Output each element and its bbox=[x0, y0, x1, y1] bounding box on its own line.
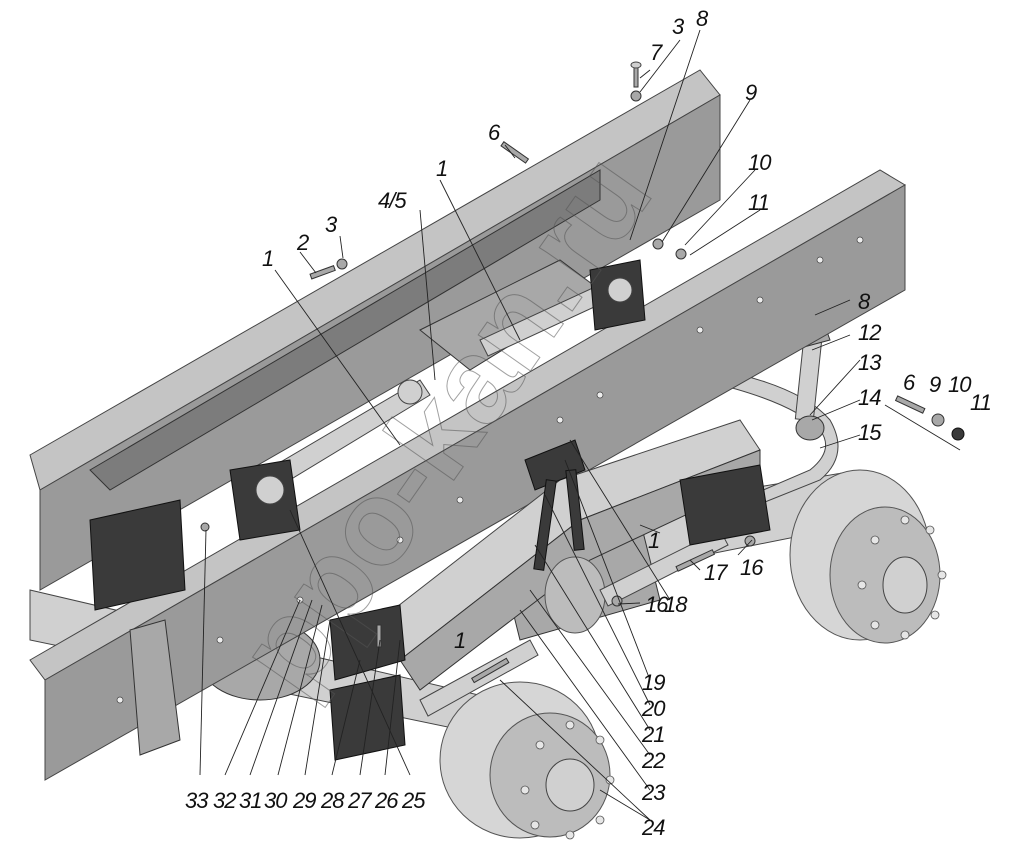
callouts: 1 1 1 1 2 3 3 4/5 6 6 7 8 8 9 9 10 10 11… bbox=[185, 6, 992, 840]
callout-27: 27 bbox=[347, 788, 372, 813]
callout-1: 1 bbox=[436, 156, 447, 181]
callout-3: 3 bbox=[672, 14, 685, 39]
callout-26: 26 bbox=[374, 788, 399, 813]
spring-saddle bbox=[524, 439, 606, 634]
wheel-hub-left bbox=[439, 681, 615, 840]
callout-25: 25 bbox=[401, 788, 426, 813]
callout-21: 21 bbox=[641, 722, 664, 747]
frame-rail-back bbox=[29, 69, 721, 591]
callout-32: 32 bbox=[213, 788, 236, 813]
callout-6: 6 bbox=[903, 370, 916, 395]
callout-14: 14 bbox=[858, 385, 881, 410]
rod-brackets bbox=[89, 259, 771, 761]
callout-13: 13 bbox=[858, 350, 882, 375]
callout-33: 33 bbox=[185, 788, 209, 813]
callout-31: 31 bbox=[239, 788, 261, 813]
reaction-rods bbox=[249, 279, 729, 717]
callout-11: 11 bbox=[748, 190, 769, 215]
callout-12: 12 bbox=[858, 320, 881, 345]
callout-15: 15 bbox=[858, 420, 882, 445]
wheel-hub-right bbox=[789, 469, 947, 644]
callout-9: 9 bbox=[745, 80, 757, 105]
callout-28: 28 bbox=[320, 788, 345, 813]
callout-8: 8 bbox=[696, 6, 709, 31]
callout-8: 8 bbox=[858, 289, 871, 314]
callout-9: 9 bbox=[929, 372, 941, 397]
leader-lines bbox=[199, 29, 961, 821]
callout-22: 22 bbox=[641, 748, 665, 773]
callout-16: 16 bbox=[645, 592, 669, 617]
callout-11: 11 bbox=[970, 390, 991, 415]
callout-17: 17 bbox=[704, 560, 728, 585]
callout-30: 30 bbox=[264, 788, 288, 813]
callout-10: 10 bbox=[748, 150, 772, 175]
callout-1: 1 bbox=[454, 628, 465, 653]
fasteners bbox=[200, 61, 965, 684]
callout-19: 19 bbox=[642, 670, 665, 695]
callout-1: 1 bbox=[262, 246, 273, 271]
callout-7: 7 bbox=[650, 40, 663, 65]
callout-29: 29 bbox=[292, 788, 316, 813]
callout-1: 1 bbox=[648, 528, 659, 553]
callout-2: 2 bbox=[296, 230, 309, 255]
callout-20: 20 bbox=[641, 696, 666, 721]
callout-23: 23 bbox=[641, 780, 666, 805]
callout-16: 16 bbox=[740, 555, 764, 580]
callout-4-5: 4/5 bbox=[378, 188, 407, 213]
callout-24: 24 bbox=[641, 815, 665, 840]
callout-10: 10 bbox=[948, 372, 972, 397]
callout-18: 18 bbox=[664, 592, 688, 617]
callout-6: 6 bbox=[488, 120, 501, 145]
callout-3: 3 bbox=[325, 212, 338, 237]
